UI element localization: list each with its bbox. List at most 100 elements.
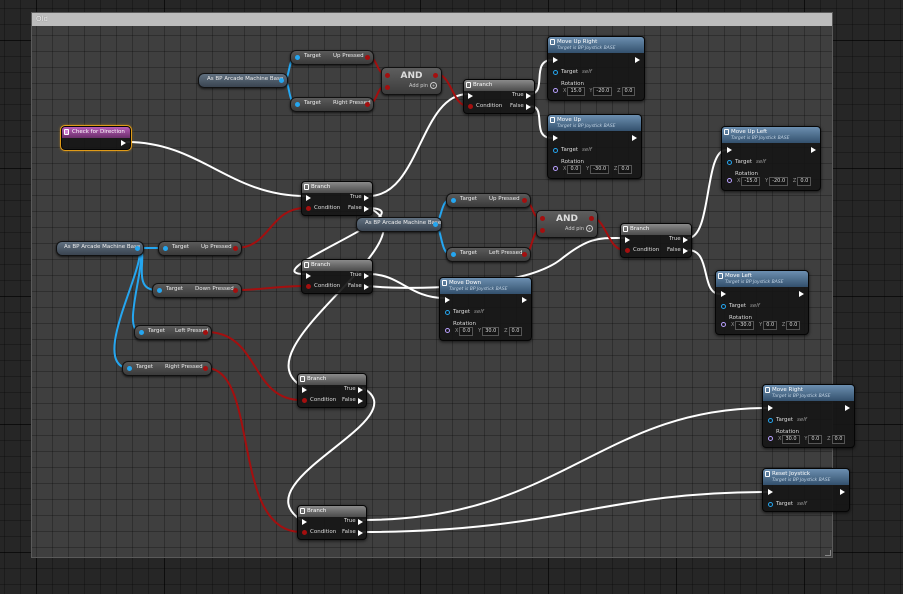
exec-out-pin[interactable]: [811, 147, 816, 153]
target-pin[interactable]: [768, 502, 773, 507]
exec-in-pin[interactable]: [306, 273, 311, 279]
object-out-pin[interactable]: [433, 222, 438, 227]
bool-out-pin[interactable]: [589, 216, 594, 221]
target-pin[interactable]: [721, 304, 726, 309]
false-exec-pin[interactable]: [364, 284, 369, 290]
object-out-pin[interactable]: [135, 246, 140, 251]
getter-right-pressed-left[interactable]: Target Right Pressed: [122, 361, 212, 376]
bool-out-pin[interactable]: [203, 366, 208, 371]
rotation-pin[interactable]: [727, 178, 732, 183]
exec-out-pin[interactable]: [632, 135, 637, 141]
add-pin-button[interactable]: Add pin+: [408, 82, 437, 89]
exec-in-pin[interactable]: [727, 147, 732, 153]
exec-in-pin[interactable]: [768, 405, 773, 411]
target-pin[interactable]: [445, 310, 450, 315]
bool-in-pin[interactable]: [540, 216, 545, 221]
true-exec-pin[interactable]: [683, 237, 688, 243]
false-exec-pin[interactable]: [364, 206, 369, 212]
target-pin[interactable]: [451, 252, 456, 257]
exec-out-pin[interactable]: [522, 297, 527, 303]
exec-out-pin[interactable]: [121, 140, 126, 146]
target-pin[interactable]: [295, 102, 300, 107]
bool-out-pin[interactable]: [365, 102, 370, 107]
true-exec-pin[interactable]: [526, 93, 531, 99]
condition-pin[interactable]: [625, 248, 630, 253]
bool-in-pin[interactable]: [385, 73, 390, 78]
exec-in-pin[interactable]: [302, 387, 307, 393]
getter-up-pressed-top[interactable]: Target Up Pressed: [290, 50, 374, 65]
condition-pin[interactable]: [302, 530, 307, 535]
bool-out-pin[interactable]: [203, 330, 208, 335]
true-exec-pin[interactable]: [358, 519, 363, 525]
and-node-top[interactable]: AND Add pin+: [381, 67, 442, 95]
condition-pin[interactable]: [302, 398, 307, 403]
rotation-pin[interactable]: [445, 328, 450, 333]
target-pin[interactable]: [727, 160, 732, 165]
exec-in-pin[interactable]: [553, 135, 558, 141]
exec-in-pin[interactable]: [768, 489, 773, 495]
branch-node-c[interactable]: Branch Condition True False: [620, 223, 692, 258]
bool-out-pin[interactable]: [365, 55, 370, 60]
target-pin[interactable]: [553, 70, 558, 75]
event-check-for-direction[interactable]: Check for Direction: [60, 125, 132, 151]
false-exec-pin[interactable]: [358, 530, 363, 536]
branch-node-b[interactable]: Branch Condition True False: [301, 181, 373, 216]
rotation-pin[interactable]: [768, 436, 773, 441]
false-exec-pin[interactable]: [358, 398, 363, 404]
target-pin[interactable]: [451, 198, 456, 203]
bool-in-pin[interactable]: [385, 85, 390, 90]
target-pin[interactable]: [127, 366, 132, 371]
getter-left-pressed-middle[interactable]: Target Left Pressed: [446, 247, 531, 262]
getter-right-pressed-top[interactable]: Target Right Pressed: [290, 97, 374, 112]
comment-title[interactable]: Old: [32, 13, 832, 26]
exec-in-pin[interactable]: [302, 519, 307, 525]
bool-in-pin[interactable]: [540, 228, 545, 233]
bool-out-pin[interactable]: [233, 246, 238, 251]
and-node-middle[interactable]: AND Add pin+: [536, 210, 598, 238]
exec-in-pin[interactable]: [468, 93, 473, 99]
getter-left-pressed-left[interactable]: Target Left Pressed: [134, 325, 212, 340]
exec-out-pin[interactable]: [799, 291, 804, 297]
exec-in-pin[interactable]: [445, 297, 450, 303]
cast-node-middle[interactable]: As BP Arcade Machine Base: [356, 217, 442, 232]
target-pin[interactable]: [295, 55, 300, 60]
false-exec-pin[interactable]: [683, 248, 688, 254]
exec-in-pin[interactable]: [721, 291, 726, 297]
comment-resize-handle[interactable]: [825, 550, 831, 556]
add-pin-button[interactable]: Add pin+: [564, 225, 593, 232]
branch-node-e[interactable]: Branch Condition True False: [297, 373, 367, 408]
comment-box[interactable]: Old: [31, 12, 833, 558]
bool-out-pin[interactable]: [522, 198, 527, 203]
exec-out-pin[interactable]: [845, 405, 850, 411]
object-out-pin[interactable]: [279, 78, 284, 83]
true-exec-pin[interactable]: [358, 387, 363, 393]
true-exec-pin[interactable]: [364, 273, 369, 279]
exec-out-pin[interactable]: [840, 489, 845, 495]
getter-up-pressed-middle[interactable]: Target Up Pressed: [446, 193, 531, 208]
rotation-pin[interactable]: [553, 88, 558, 93]
target-pin[interactable]: [157, 288, 162, 293]
target-pin[interactable]: [139, 330, 144, 335]
bool-out-pin[interactable]: [522, 252, 527, 257]
exec-in-pin[interactable]: [625, 237, 630, 243]
target-pin[interactable]: [553, 148, 558, 153]
exec-in-pin[interactable]: [306, 195, 311, 201]
cast-node-top[interactable]: As BP Arcade Machine Base: [198, 73, 288, 88]
exec-in-pin[interactable]: [553, 57, 558, 63]
bool-out-pin[interactable]: [433, 73, 438, 78]
branch-node-f[interactable]: Branch Condition True False: [297, 505, 367, 540]
true-exec-pin[interactable]: [364, 195, 369, 201]
condition-pin[interactable]: [306, 206, 311, 211]
